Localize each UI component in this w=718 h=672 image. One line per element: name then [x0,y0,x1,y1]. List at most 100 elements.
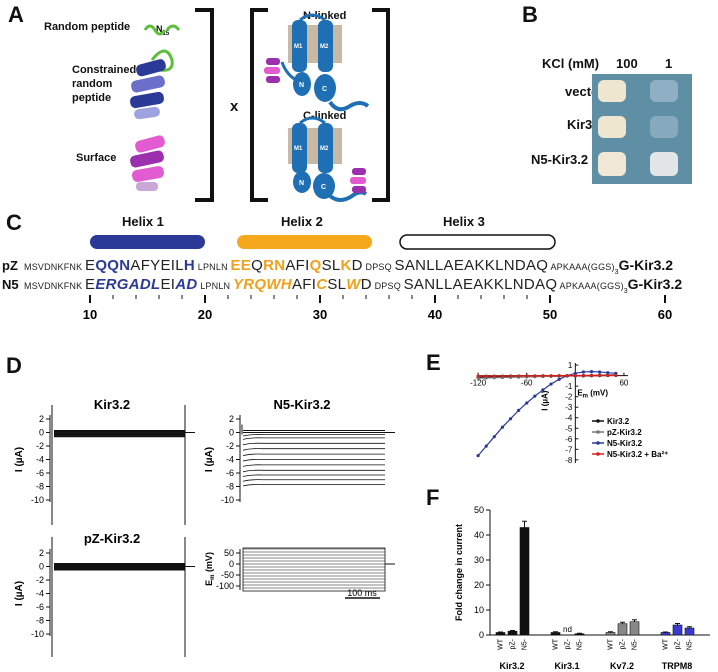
panel-letter-a: A [8,2,24,27]
bar [617,623,628,636]
bar-label: pZ- [675,638,682,649]
data-point-2 [581,370,586,374]
surface-label: Surface [76,152,117,164]
helix-bars [90,234,556,250]
pz-helix2-seg: Q [309,257,322,274]
data-point-2 [517,408,521,412]
row-label-n5-kir32: N5-Kir3.2 [531,152,589,167]
c-linked-m2: M2 [320,146,329,152]
n-linked-m1: M1 [294,44,303,50]
data-point-3 [606,373,610,378]
current-trace [242,437,385,440]
data-point-2 [476,454,480,458]
ruler-tick-label: 50 [543,307,557,322]
x-tick-label: -120 [470,379,487,388]
y-tick-label: 0 [229,428,234,438]
data-point-2 [557,377,561,381]
data-point-3 [541,374,545,378]
helix2-bar [237,235,372,249]
y-tick-label: -7 [565,445,573,454]
series-line-3 [478,374,616,377]
current-trace [242,469,385,473]
y-axis-label: I (µA) [540,390,549,410]
annotation-nd: nd [563,625,572,634]
n-linked-label: N-linked [303,10,347,22]
c-linked-c: C [321,184,326,191]
data-point-3 [508,374,513,378]
x-tick-label: -60 [521,379,533,388]
c-linked-channel-icon: M1 M2 N C [288,116,368,202]
trace-title-n5-kir32: N5-Kir3.2 [273,397,330,412]
left-bracket [195,8,214,202]
row-label-pz: pZ [2,258,18,273]
colony-kir32-100 [598,116,626,138]
n5-helix1-seg: AD [175,276,198,293]
protocol-y-tick-label: -100 [216,581,234,591]
times-symbol: x [230,98,239,115]
current-trace [242,479,385,482]
bar [495,632,506,636]
n5-helix1-seg: E [160,276,171,293]
constrained-helix-icon [130,49,174,120]
y-tick-label: -4 [36,455,44,465]
random-peptide-squiggle [143,24,167,36]
ruler-tick-label: 20 [198,307,212,322]
data-point-2 [484,444,488,448]
legend-label: Kir3.2 [607,417,630,426]
legend-marker [596,452,600,456]
y-tick-label: 30 [474,555,484,565]
current-traces: 20-2-4-6-8-10I (µA)Kir3.220-2-4-6-8-10I … [14,397,395,657]
y-tick-label: 50 [474,505,484,515]
y-tick-label: -6 [226,468,234,478]
helix1-bar [90,235,205,249]
y-tick-label: -5 [565,424,573,433]
legend-label: pZ-Kir3.2 [607,428,642,437]
bar-label: WT [663,638,670,650]
bar-label: pZ- [510,638,517,649]
n-linked-channel-icon: M1 M2 N C [264,13,370,112]
y-tick-label: 2 [39,548,44,558]
legend-marker [596,419,600,423]
data-point-2 [598,370,602,374]
y-tick-label: 10 [474,605,484,615]
y-tick-label: -2 [36,441,44,451]
pz-helix1-seg: E [85,257,96,274]
data-point-3 [517,374,521,378]
y-tick-label: -8 [226,482,234,492]
n5-helix3: SANLLAEAKKLNDAQ [403,276,558,293]
bar-label: pZ- [565,638,572,649]
legend-marker [596,430,600,434]
bar [629,621,640,636]
right-bracket-open [250,8,268,202]
panel-a: Random peptide Constrained random peptid… [0,0,520,205]
panel-letter-e: E [426,350,441,375]
legend-marker [596,441,600,445]
pz-fusion-label: G-Kir3.2 [618,257,674,273]
panel-c: Helix 1 Helix 2 Helix 3 pZ N5 MSVDNKFNK … [0,205,718,335]
bar-label: WT [608,638,615,650]
panel-letter-b: B [522,2,538,27]
bar-label: WT [553,638,560,650]
legend-label: N5-Kir3.2 [607,439,643,448]
trace-ylabel-kir32: I (µA) [14,447,25,472]
group-label: Kv7.2 [610,661,634,671]
pz-linker2: DPSQ [362,262,395,272]
panel-b: KCl (mM) 100 1 vector Kir3.2 N5-Kir3.2 [520,0,718,205]
pz-helix2-seg: Q [251,257,264,274]
data-point-3 [549,374,553,378]
c-linked-m1: M1 [294,146,303,152]
data-point-2 [606,371,610,375]
data-point-2 [492,435,496,439]
helix3-label: Helix 3 [443,214,485,229]
group-label: TRPM8 [662,661,693,671]
pz-suffix: APKAAA(GGS) [548,262,615,272]
bar-label: pZ- [620,638,627,649]
y-tick-label: 2 [229,414,234,424]
pz-repeat-count: 3 [614,269,619,277]
current-trace [242,448,385,451]
protocol-y-tick-label: -50 [221,570,234,580]
row-label-n5: N5 [2,277,19,292]
